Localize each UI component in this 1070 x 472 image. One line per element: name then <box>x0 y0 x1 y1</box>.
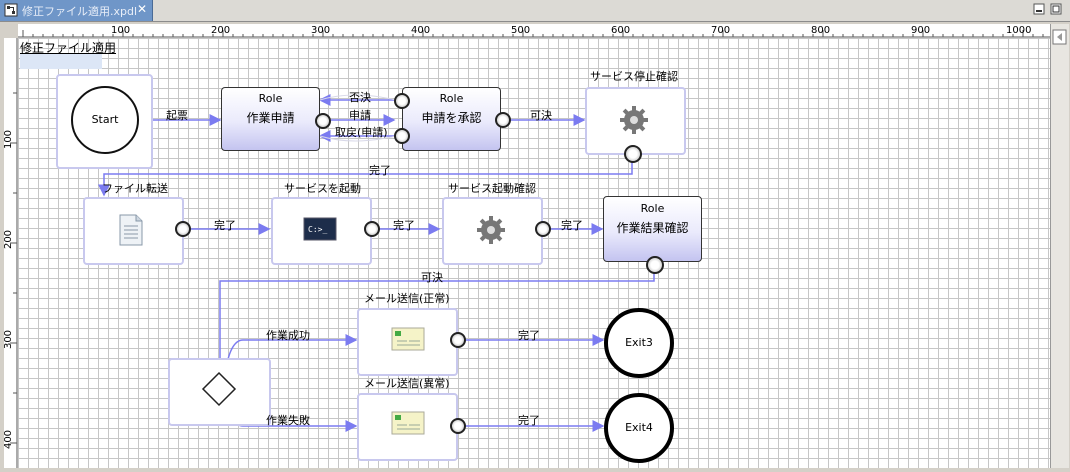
edge-label-hiketsu: 否決 <box>349 91 371 104</box>
svg-text:C:>_: C:>_ <box>308 225 327 234</box>
document-icon <box>119 214 143 246</box>
editor-tab-bar: 修正ファイル適用.xpdl ✕ <box>0 0 1070 22</box>
task-title: ファイル転送 <box>102 182 168 195</box>
output-port[interactable] <box>450 418 466 434</box>
role-activity-shinsei-shonin[interactable]: Role 申請を承認 <box>402 87 501 151</box>
editor-tab[interactable]: 修正ファイル適用.xpdl ✕ <box>0 0 153 21</box>
ruler-tick-label: 800 <box>811 25 831 36</box>
ruler-tick-label: 100 <box>111 25 131 36</box>
task-service-start[interactable] <box>271 197 372 265</box>
mail-icon <box>391 327 425 351</box>
pool-title[interactable]: 修正ファイル適用 <box>20 41 117 55</box>
output-port[interactable] <box>364 221 380 237</box>
edge-label-kanryo1: 完了 <box>369 164 391 177</box>
output-port[interactable] <box>495 112 511 128</box>
close-icon[interactable]: ✕ <box>137 2 148 16</box>
process-diagram-icon <box>4 3 18 17</box>
edge-label-kanryo2: 完了 <box>214 219 236 232</box>
ruler-tick-label: 300 <box>311 25 331 36</box>
output-port[interactable] <box>624 145 642 163</box>
activity-name: 作業申請 <box>246 111 295 125</box>
vertical-ruler: 100 200 300 400 <box>4 38 19 468</box>
ruler-tick-label: 1000 <box>1006 25 1032 36</box>
role-label: Role <box>258 92 283 105</box>
edge-kanryo1 <box>98 161 633 197</box>
edge-label-torimodoshi: 取戻(申請) <box>335 126 388 139</box>
output-port[interactable] <box>175 221 191 237</box>
output-port[interactable] <box>394 93 410 109</box>
edge-label-sagyo-seiko: 作業成功 <box>266 329 310 342</box>
role-activity-sagyo-shinsei[interactable]: Role 作業申請 <box>221 87 320 151</box>
activity-name: 申請を承認 <box>421 111 482 125</box>
output-port[interactable] <box>646 256 664 274</box>
end-event-exit4[interactable]: Exit4 <box>604 393 674 463</box>
mail-icon <box>391 411 425 435</box>
output-port[interactable] <box>450 332 466 348</box>
edge-label-kanryo6: 完了 <box>518 414 540 427</box>
ruler-tick-label: 400 <box>4 429 15 450</box>
edge-label-kaketsu2: 可決 <box>421 271 443 284</box>
pool-title-highlight <box>20 54 102 69</box>
ruler-tick-label: 300 <box>4 329 15 350</box>
maximize-icon[interactable] <box>1050 3 1062 15</box>
activity-name: 作業結果確認 <box>616 221 689 235</box>
gear-icon <box>477 216 505 244</box>
editor-tab-title: 修正ファイル適用.xpdl <box>22 5 138 18</box>
role-activity-sagyo-kekka-kakunin[interactable]: Role 作業結果確認 <box>603 196 702 262</box>
role-label: Role <box>640 202 665 215</box>
task-title: メール送信(正常) <box>364 292 450 305</box>
ruler-tick-label: 600 <box>611 25 631 36</box>
output-port[interactable] <box>535 221 551 237</box>
edge-label-shinsei: 申請 <box>349 109 371 122</box>
edge-label-kanryo3: 完了 <box>393 219 415 232</box>
terminal-icon: C:>_ <box>303 217 337 241</box>
gear-icon <box>620 106 648 134</box>
task-title: メール送信(異常) <box>364 377 450 390</box>
task-title: サービス起動確認 <box>448 182 536 195</box>
diagram-canvas[interactable]: 修正ファイル適用 Start <box>18 38 1050 468</box>
edge-label-kihyo: 起票 <box>166 109 188 122</box>
horizontal-ruler: 100 200 300 400 500 600 700 800 900 1000 <box>18 24 1050 39</box>
role-label: Role <box>439 92 464 105</box>
ruler-tick-label: 200 <box>4 229 15 250</box>
ruler-tick-label: 900 <box>911 25 931 36</box>
ruler-tick-label: 400 <box>411 25 431 36</box>
edge-label-kanryo5: 完了 <box>518 329 540 342</box>
end-event-exit3[interactable]: Exit3 <box>604 308 674 378</box>
task-title: サービス停止確認 <box>590 70 678 83</box>
start-event[interactable]: Start <box>71 86 139 154</box>
output-port[interactable] <box>315 113 331 129</box>
palette-collapse-strip[interactable] <box>1050 24 1069 468</box>
ruler-tick-label: 100 <box>4 129 15 150</box>
ruler-tick-label: 500 <box>511 25 531 36</box>
edge-label-sagyo-shippai: 作業失敗 <box>266 414 310 427</box>
edge-label-kanryo4: 完了 <box>561 219 583 232</box>
minimize-icon[interactable] <box>1033 3 1045 15</box>
ruler-tick-label: 700 <box>711 25 731 36</box>
decision-diamond[interactable] <box>201 371 237 407</box>
output-port[interactable] <box>394 128 410 144</box>
edge-label-kaketsu1: 可決 <box>530 109 552 122</box>
ruler-tick-label: 200 <box>211 25 231 36</box>
task-title: サービスを起動 <box>284 182 361 195</box>
chevron-left-icon[interactable] <box>1051 28 1069 48</box>
